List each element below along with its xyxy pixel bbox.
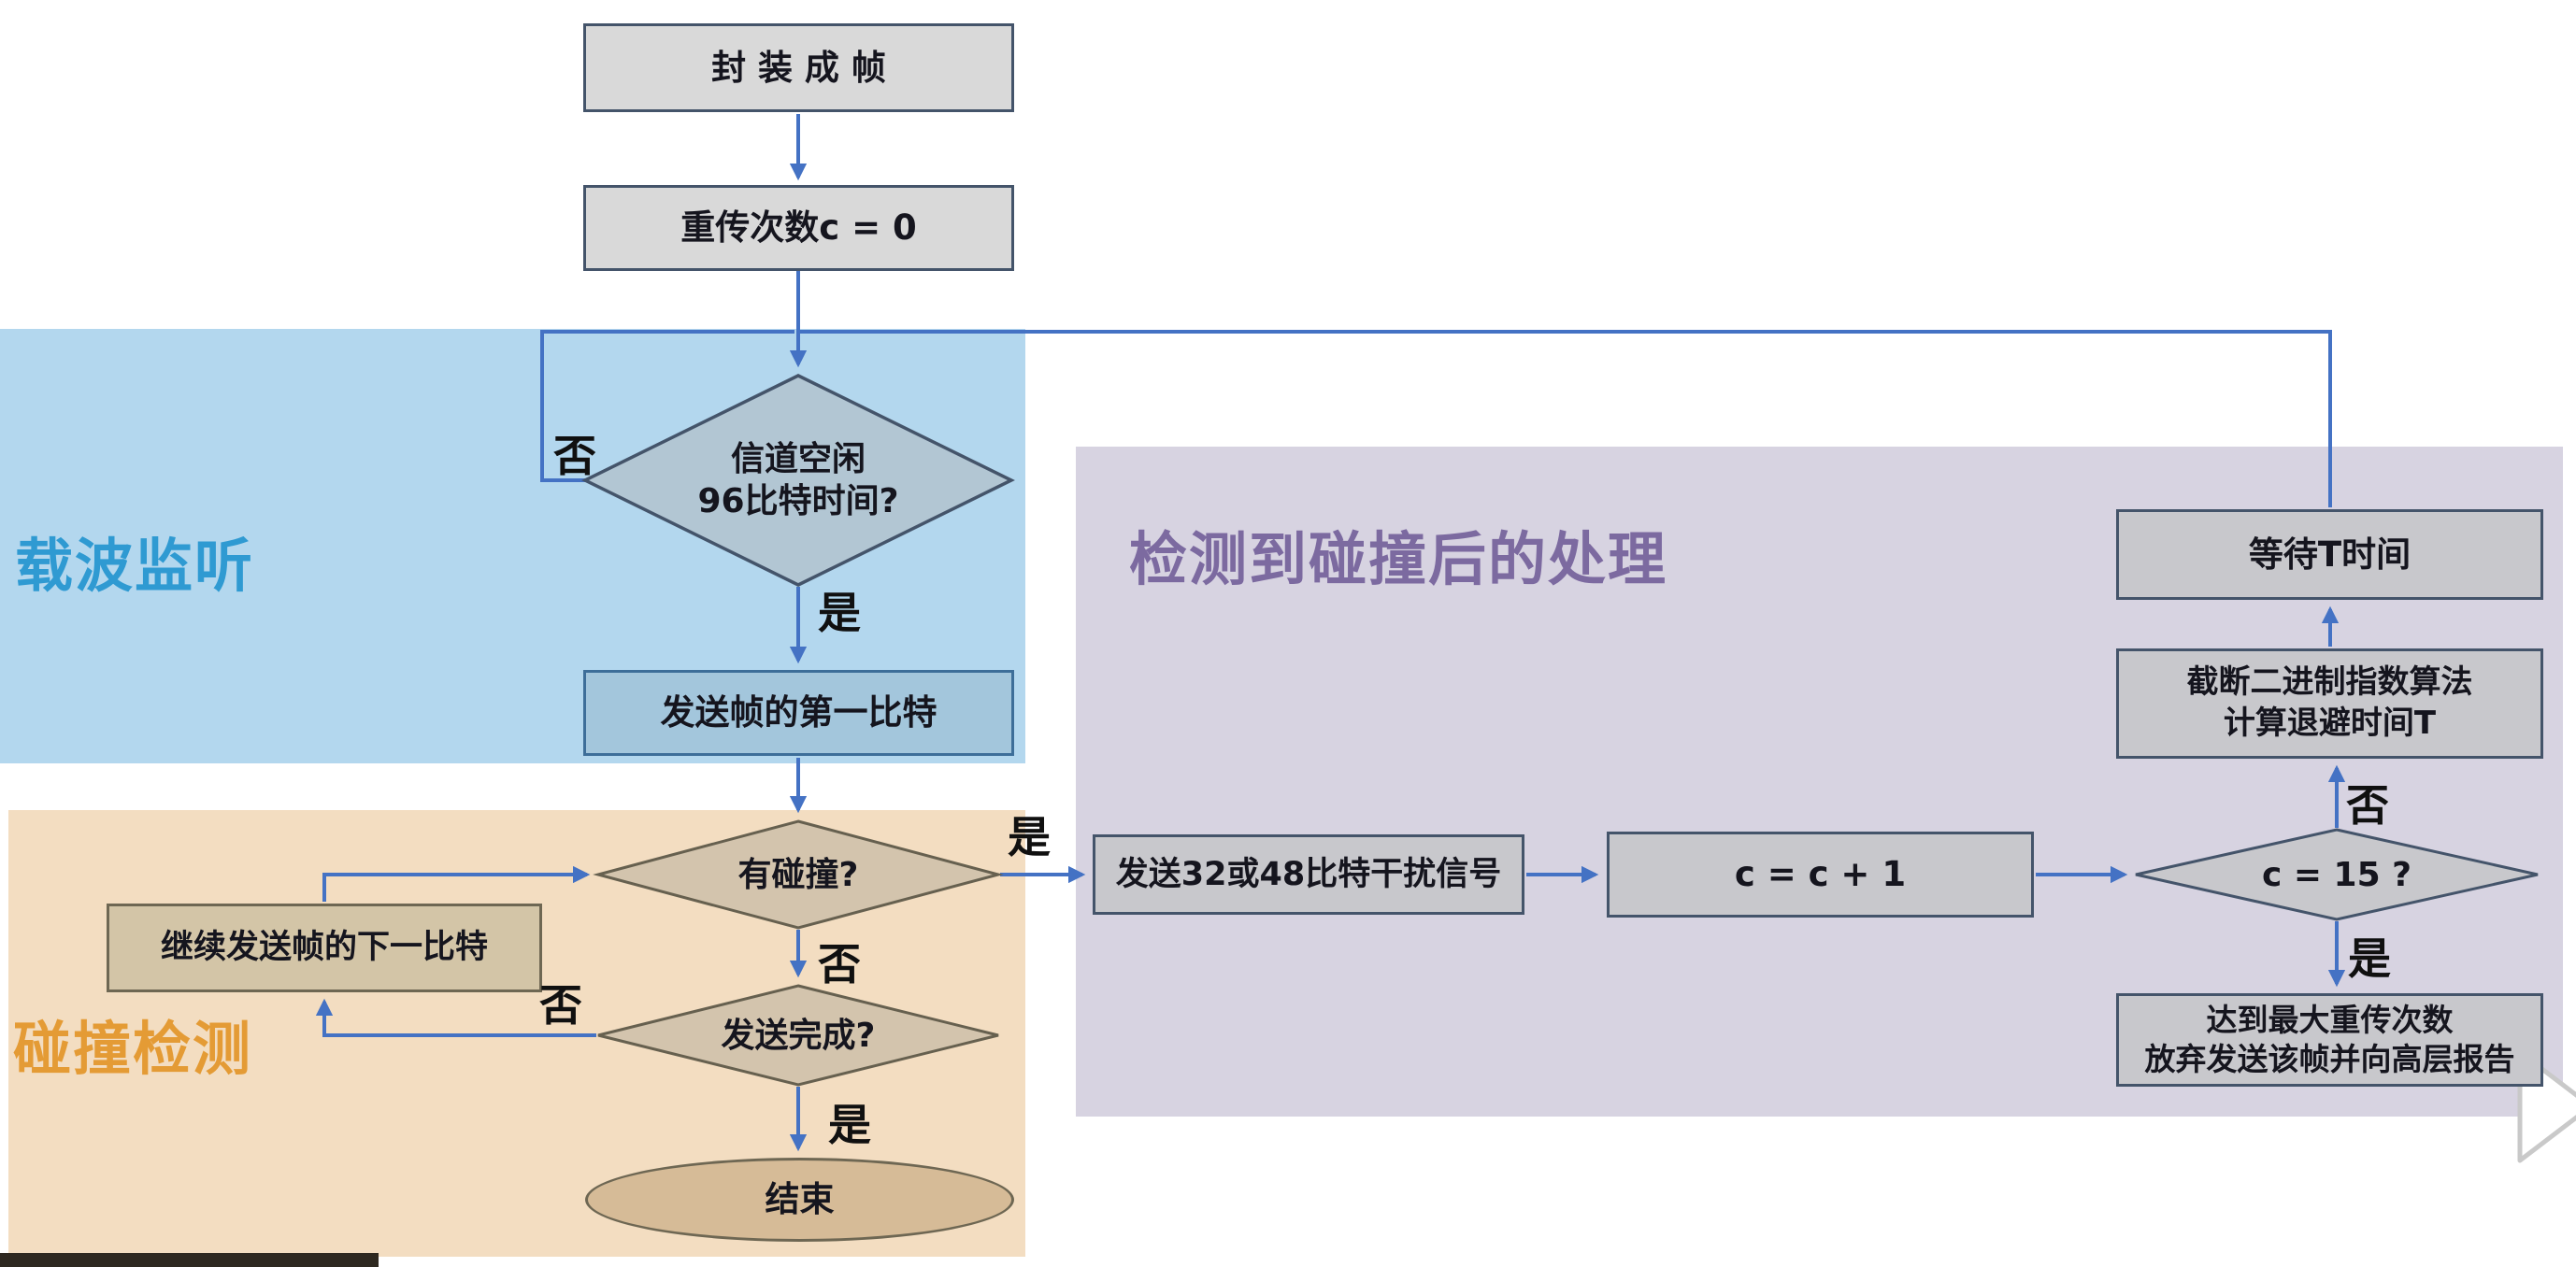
node-c-limit: c = 15 ? (2178, 847, 2496, 903)
node-jam-signal-label: 发送32或48比特干扰信号 (1115, 855, 1502, 893)
collision-diamond (593, 819, 1004, 930)
node-end: 结束 (585, 1158, 1014, 1242)
channel-idle-diamond (581, 374, 1015, 587)
edge-continue-to-collision (322, 865, 591, 902)
label-c-limit-no: 否 (2346, 780, 2389, 831)
region-label-collision-handle: 检测到碰撞后的处理 (1129, 525, 1668, 593)
node-give-up-line2: 放弃发送该帧并向高层报告 (2144, 1041, 2515, 1077)
node-collision-check: 有碰撞? (649, 841, 948, 908)
edge-channel-idle-no-loop (540, 330, 794, 482)
node-end-label: 结束 (765, 1179, 835, 1220)
node-give-up-line1: 达到最大重传次数 (2206, 1001, 2454, 1038)
node-retry-init-label: 重传次数c = 0 (680, 207, 917, 249)
region-label-carrier-sense: 载波监听 (15, 532, 255, 600)
node-give-up: 达到最大重传次数 放弃发送该帧并向高层报告 (2116, 993, 2543, 1087)
node-channel-idle-line2: 96比特时间? (697, 482, 899, 520)
node-backoff: 截断二进制指数算法 计算退避时间T (2116, 648, 2543, 759)
node-continue-send-label: 继续发送帧的下一比特 (160, 929, 488, 967)
label-collision-yes: 是 (1008, 812, 1051, 862)
node-send-done-label: 发送完成? (721, 1016, 876, 1055)
node-channel-idle-line1: 信道空闲 (730, 440, 866, 478)
node-send-first-bit-label: 发送帧的第一比特 (660, 692, 937, 733)
node-retry-init: 重传次数c = 0 (583, 185, 1014, 271)
node-increment-c-label: c = c + 1 (1734, 854, 1907, 895)
region-label-collision-detect: 碰撞检测 (13, 1015, 253, 1083)
node-backoff-line2: 计算退避时间T (2223, 705, 2437, 742)
node-jam-signal: 发送32或48比特干扰信号 (1093, 834, 1524, 915)
edge-wait-return (800, 330, 2332, 507)
node-encapsulate-label: 封 装 成 帧 (711, 47, 886, 88)
node-channel-idle: 信道空闲 96比特时间? (621, 400, 976, 561)
edge-send-done-no (315, 998, 596, 1037)
c-limit-diamond (2135, 828, 2539, 921)
node-collision-check-label: 有碰撞? (737, 855, 859, 894)
node-continue-send: 继续发送帧的下一比特 (107, 904, 542, 992)
send-done-diamond (597, 984, 999, 1087)
label-send-done-yes: 是 (828, 1100, 871, 1150)
node-encapsulate: 封 装 成 帧 (583, 23, 1014, 112)
node-send-first-bit: 发送帧的第一比特 (583, 670, 1014, 756)
node-wait-t: 等待T时间 (2116, 509, 2543, 600)
label-c-limit-yes: 是 (2348, 933, 2391, 984)
label-channel-idle-no: 否 (553, 431, 596, 481)
label-collision-no: 否 (818, 939, 861, 989)
node-increment-c: c = c + 1 (1607, 832, 2034, 918)
node-send-done: 发送完成? (649, 1002, 948, 1069)
node-backoff-label: 截断二进制指数算法 计算退避时间T (2187, 662, 2473, 744)
label-channel-idle-yes: 是 (818, 588, 861, 638)
node-backoff-line1: 截断二进制指数算法 (2186, 663, 2473, 702)
node-c-limit-label: c = 15 ? (2261, 855, 2412, 894)
label-send-done-no: 否 (539, 980, 582, 1031)
node-wait-t-label: 等待T时间 (2248, 534, 2411, 575)
node-give-up-label: 达到最大重传次数 放弃发送该帧并向高层报告 (2145, 1001, 2515, 1079)
video-progress-bar[interactable] (0, 1253, 379, 1267)
